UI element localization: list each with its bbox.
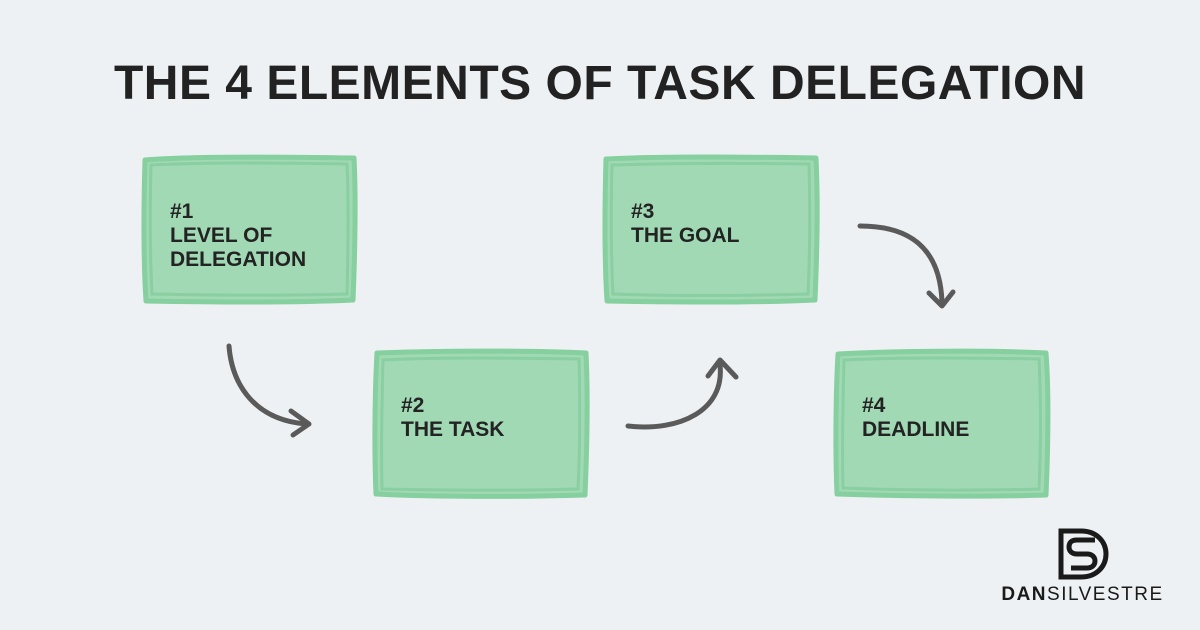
- logo-wordmark: DANSILVESTRE: [1000, 584, 1165, 606]
- step-1-label: LEVEL OF DELEGATION: [170, 224, 307, 271]
- step-3-text: #3 THE GOAL: [631, 200, 740, 248]
- sketch-box-frame: [833, 348, 1051, 499]
- arrow-step3-to-step4: [857, 223, 945, 305]
- brand-logo: DANSILVESTRE: [1000, 528, 1165, 608]
- step-3-box: #3 THE GOAL: [602, 154, 820, 305]
- arrow-step2-to-step3: [625, 362, 723, 430]
- step-4-label: DEADLINE: [862, 418, 970, 441]
- step-1-text: #1 LEVEL OF DELEGATION: [170, 200, 306, 272]
- page-title: THE 4 ELEMENTS OF TASK DELEGATION: [113, 57, 1087, 110]
- arrow-step3-to-step4-head: [926, 289, 956, 309]
- step-3-label: THE GOAL: [631, 224, 740, 247]
- logo-text-bold: DAN: [1001, 584, 1048, 605]
- step-1-box: #1 LEVEL OF DELEGATION: [141, 154, 358, 305]
- ds-logo-icon: [1058, 528, 1109, 580]
- sketch-box-frame: [372, 348, 590, 499]
- step-2-number: #2: [401, 394, 425, 417]
- step-2-text: #2 THE TASK: [401, 394, 504, 442]
- step-4-text: #4 DEADLINE: [862, 394, 969, 442]
- step-1-number: #1: [170, 200, 194, 223]
- arrow-step1-to-step2-head: [288, 408, 312, 438]
- arrow-step1-to-step2: [226, 343, 309, 427]
- step-2-box: #2 THE TASK: [372, 348, 590, 499]
- step-3-number: #3: [631, 200, 655, 223]
- sketch-box-frame: [602, 154, 820, 305]
- sketch-box-frame: [141, 154, 358, 305]
- arrow-step2-to-step3-head: [705, 357, 739, 380]
- step-4-box: #4 DEADLINE: [833, 348, 1051, 499]
- step-4-number: #4: [862, 394, 886, 417]
- step-2-label: THE TASK: [401, 418, 505, 441]
- logo-text-light: SILVESTRE: [1047, 584, 1164, 605]
